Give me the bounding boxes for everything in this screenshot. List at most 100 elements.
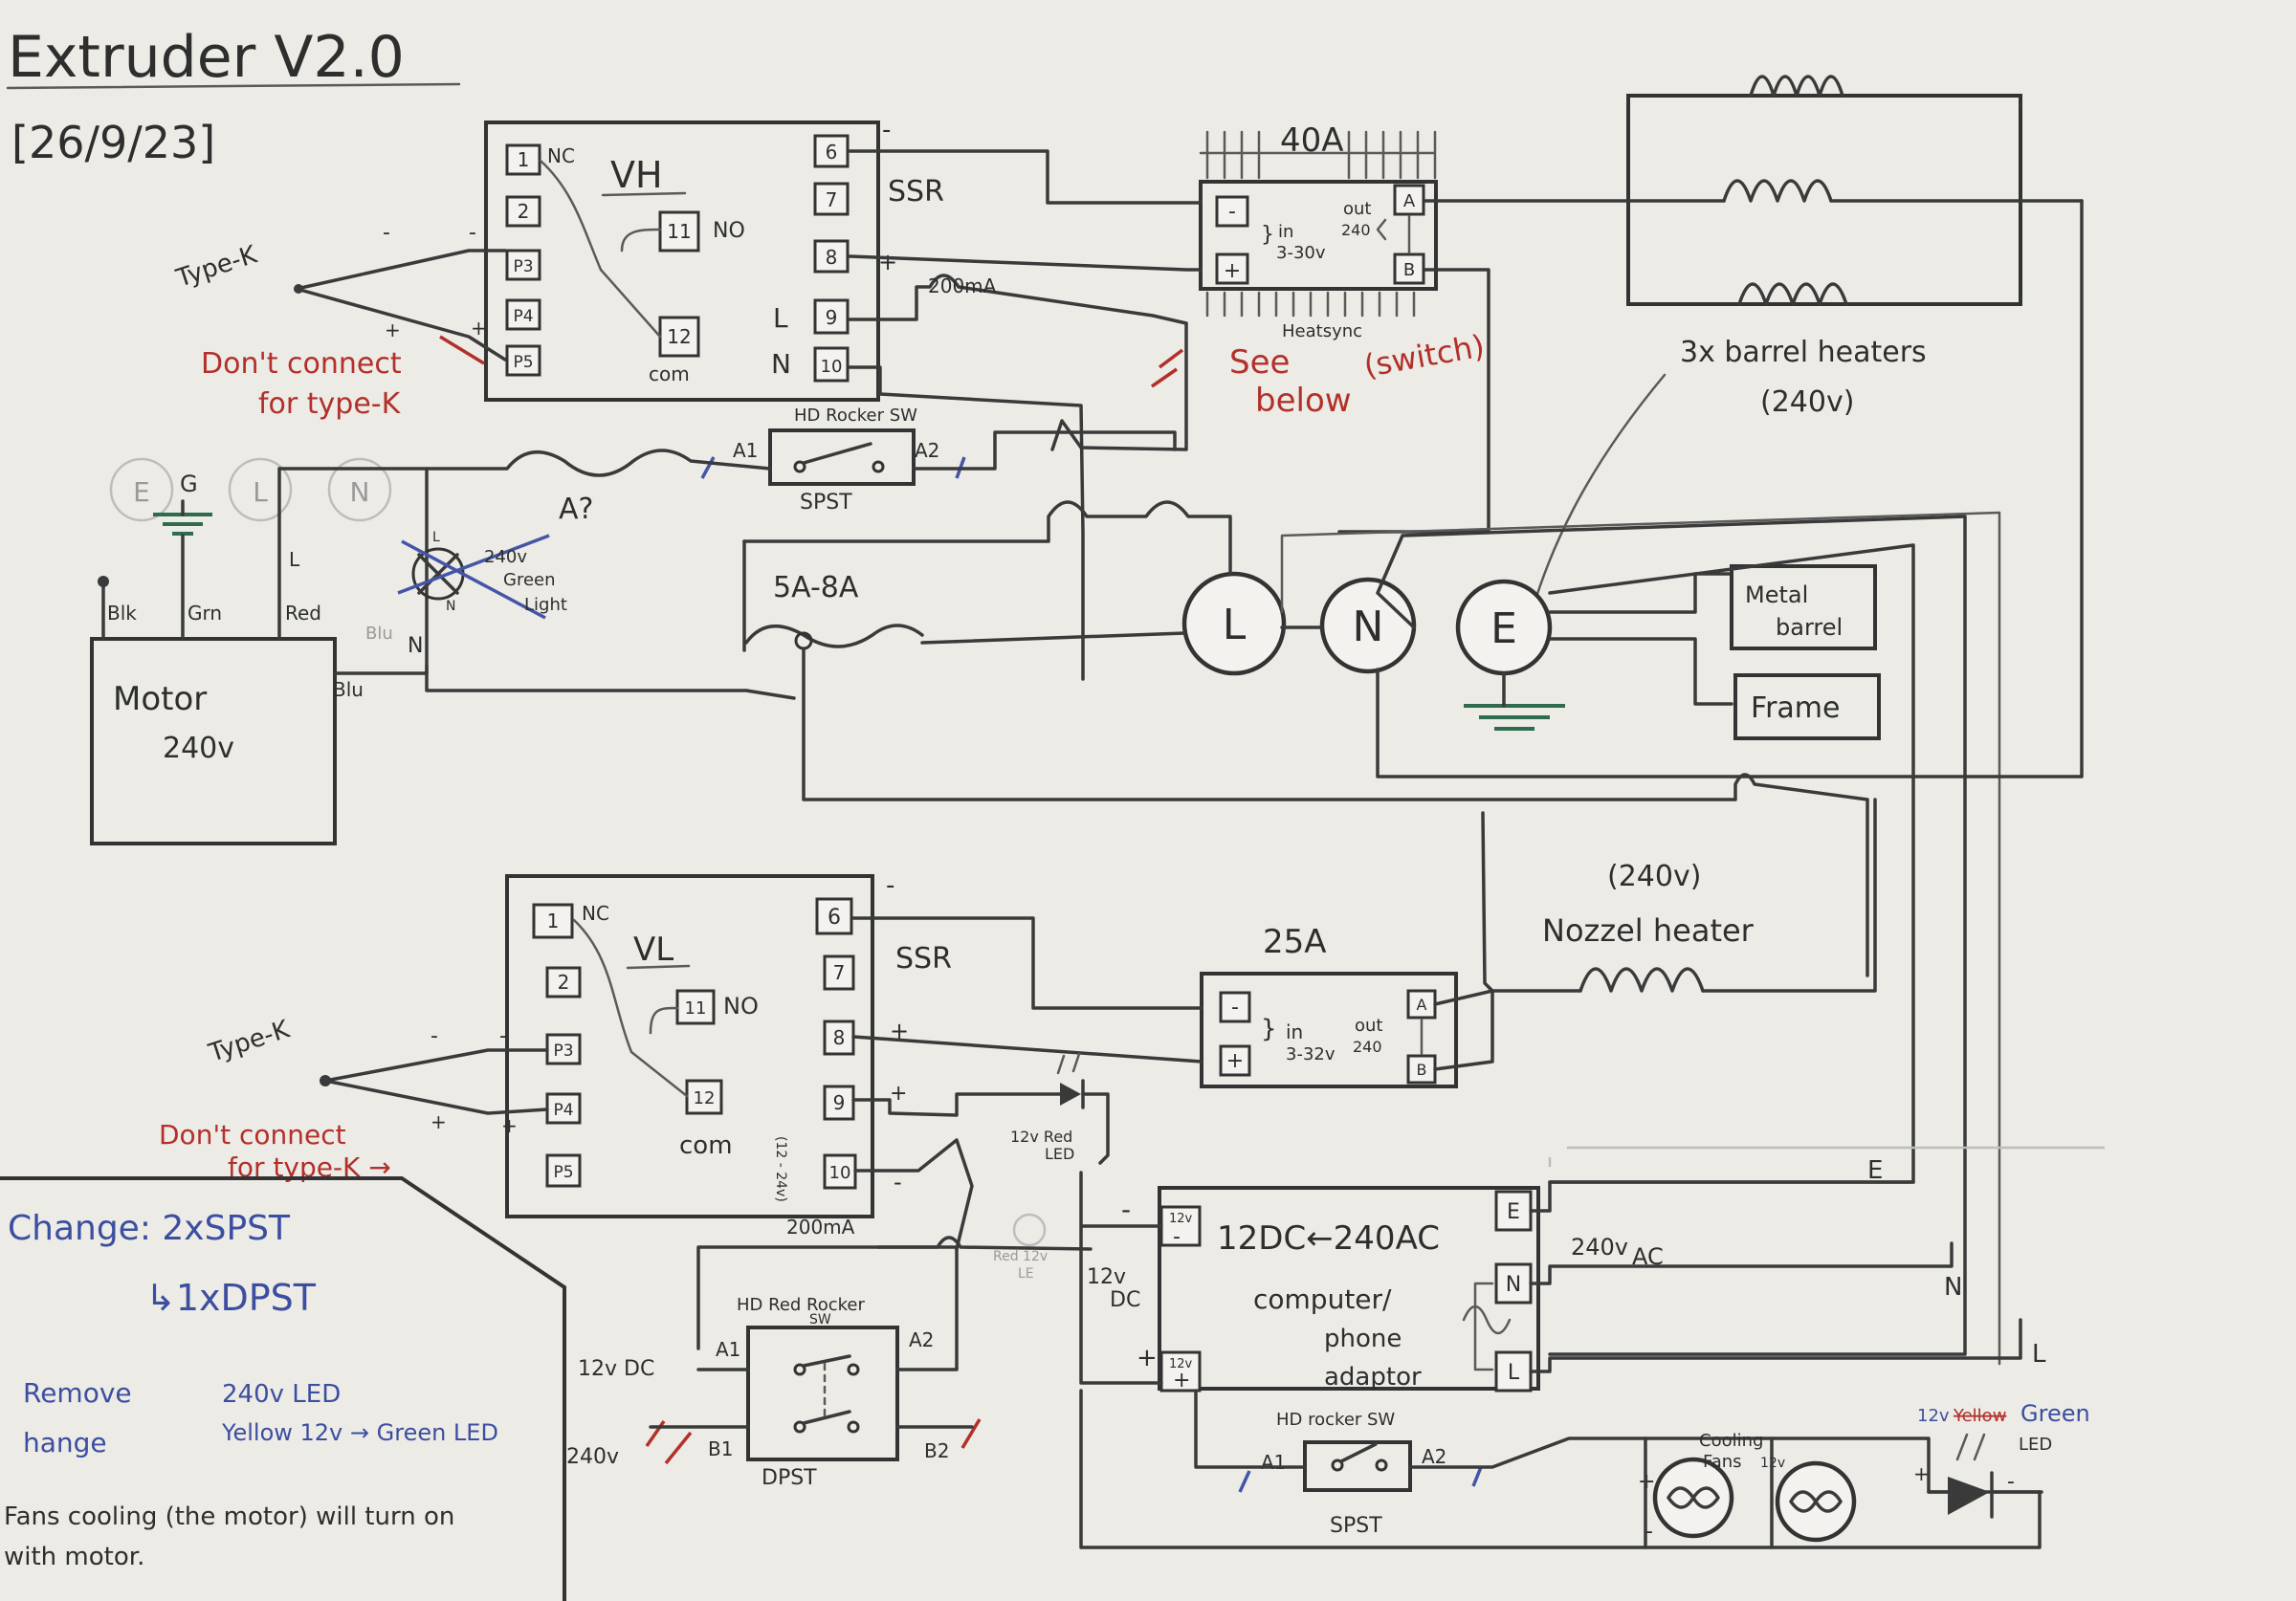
vh-pin-2 <box>505 195 541 228</box>
motor-voltage: 240v <box>163 732 234 765</box>
vh-ssr-label: SSR <box>888 175 944 208</box>
ssr25-out: out <box>1355 1016 1382 1036</box>
vh-pin-7 <box>813 182 850 216</box>
green-led-minus: - <box>2007 1470 2015 1494</box>
ghost-lines <box>1548 1146 2105 1167</box>
psu-box <box>1158 1186 1540 1391</box>
psu-out-minus-terminal <box>1159 1205 1202 1247</box>
wire-rocker-top-out <box>912 430 1177 471</box>
tc-bottom-label: Type-K <box>205 1015 294 1068</box>
wire-fuse-to-dpst <box>696 1245 959 1350</box>
tc-bottom-note-1: Don't connect <box>159 1119 346 1151</box>
mains-g-label: G <box>180 471 198 497</box>
mains-l-label: L <box>1223 601 1247 649</box>
green-led-color: Green <box>2020 1400 2090 1427</box>
rocker-top-a1: A1 <box>733 439 758 462</box>
ssr40-minus: - <box>1228 200 1236 224</box>
ssr40-heatsink-fins-bottom <box>1205 291 1416 318</box>
green-light-removed: L N 240v Green Light <box>397 530 567 620</box>
vl-pin-11-label: 11 <box>685 998 707 1019</box>
motor-wire-blu-label: Blu <box>333 678 364 701</box>
green-light-label-3: Light <box>524 595 567 615</box>
diagram-title: Extruder V2.0 <box>8 24 405 91</box>
dpst-contact-b1 <box>793 1420 806 1434</box>
frame-label: Frame <box>1751 691 1840 725</box>
psu-dc-minus: - <box>1121 1194 1131 1225</box>
dpst-b2: B2 <box>924 1439 949 1462</box>
rocker-top-contact-1 <box>793 460 806 473</box>
ssr40-terminal-b <box>1393 252 1425 285</box>
vl-minus-label: - <box>886 871 894 900</box>
note-switch: (switch) <box>1361 327 1488 384</box>
psu-l-label: L <box>1508 1361 1520 1385</box>
ssr25-minus-terminal <box>1219 991 1251 1023</box>
psu-out-plus-terminal <box>1159 1350 1202 1393</box>
motor-wire-blu-faint-label: Blu <box>365 624 393 644</box>
green-led: 12v Yellow Green LED + - <box>1913 1400 2090 1519</box>
tc-top-minus-1: - <box>383 221 390 245</box>
vl-pin-1 <box>532 903 574 939</box>
controller-vl-box <box>505 874 874 1218</box>
vl-pin-6-label: 6 <box>828 906 841 930</box>
fans-label-1: Cooling <box>1699 1431 1763 1451</box>
wire-motor-n-bus <box>425 467 796 700</box>
thermocouple-bottom: Type-K - - + + Don't connect for type-K … <box>159 1015 549 1183</box>
ssr25-rating: 25A <box>1263 923 1327 961</box>
vh-pin-7-label: 7 <box>826 188 838 211</box>
red-led-label-1: 12v Red <box>1010 1128 1072 1146</box>
bus-n-label: N <box>1944 1273 1962 1302</box>
bus-n-long <box>1376 515 1967 1356</box>
vl-no-label: NO <box>723 993 759 1020</box>
earth-symbol-main <box>1464 704 1565 731</box>
psu-dc-2: DC <box>1110 1288 1140 1312</box>
wire-vl6-ssr25-minus <box>851 916 1203 1010</box>
mains-input: E L N G L N E <box>109 457 1565 731</box>
vh-pin-10-label: 10 <box>821 357 843 377</box>
vh-pin-11 <box>658 210 700 252</box>
title-underline <box>6 82 461 90</box>
change-note-fans-2: with motor. <box>4 1543 144 1571</box>
note-see: See <box>1229 343 1290 382</box>
faint-led-body <box>1012 1213 1047 1247</box>
dpst-blades <box>802 1354 851 1425</box>
psu-out-minus-sign: - <box>1173 1225 1181 1249</box>
vl-pin10-minus: - <box>894 1169 902 1195</box>
mains-n-label: N <box>1353 603 1384 651</box>
mains-faint-e <box>109 457 174 522</box>
wire-psu-neutral <box>1529 1241 1954 1285</box>
green-led-plus: + <box>1913 1462 1930 1485</box>
mains-faint-n <box>327 457 392 522</box>
wire-psu-earth <box>1529 1180 1915 1213</box>
vh-pin-9 <box>813 298 850 335</box>
wire-ssr25b-line <box>1433 811 1494 1071</box>
wire-dpst-terminals <box>649 1247 974 1429</box>
rocker-bottom-title: HD rocker SW <box>1276 1410 1395 1430</box>
wire-red-led-return <box>1081 1092 1110 1165</box>
ssr40-in: in <box>1278 222 1293 242</box>
fuse-a-label: A? <box>559 493 593 526</box>
psu-ac-1: 240v <box>1571 1234 1628 1261</box>
mains-terminal-l <box>1181 571 1287 676</box>
tc-bottom-minus-2: - <box>499 1024 507 1048</box>
ssr40-minus-terminal <box>1215 195 1249 228</box>
psu-terminal-l <box>1494 1350 1533 1393</box>
bus-l-label: L <box>2032 1340 2046 1369</box>
psu-desc-2: phone <box>1324 1325 1402 1353</box>
rocker-bottom-contact-2 <box>1375 1458 1388 1472</box>
psu-title: 12DC←240AC <box>1217 1219 1440 1258</box>
change-note-2: ↳1xDPST <box>145 1277 317 1319</box>
vl-name: VL <box>633 931 673 969</box>
ssr25-terminal-a <box>1406 989 1437 1020</box>
mains-faint-l-label: L <box>253 476 268 508</box>
psu-internal-fuse <box>1462 1282 1512 1371</box>
vh-pin-p3 <box>505 249 541 281</box>
green-light-label-1: 240v <box>484 547 527 567</box>
vh-pin-10 <box>813 346 850 383</box>
ssr40-box <box>1199 180 1438 291</box>
vh-pin-1-label: 1 <box>518 148 530 171</box>
metal-barrel-box <box>1730 564 1877 650</box>
vh-pin-8 <box>813 239 850 274</box>
vl-pin-p3-label: P3 <box>553 1042 573 1061</box>
wire-line-to-switch <box>1050 321 1188 451</box>
